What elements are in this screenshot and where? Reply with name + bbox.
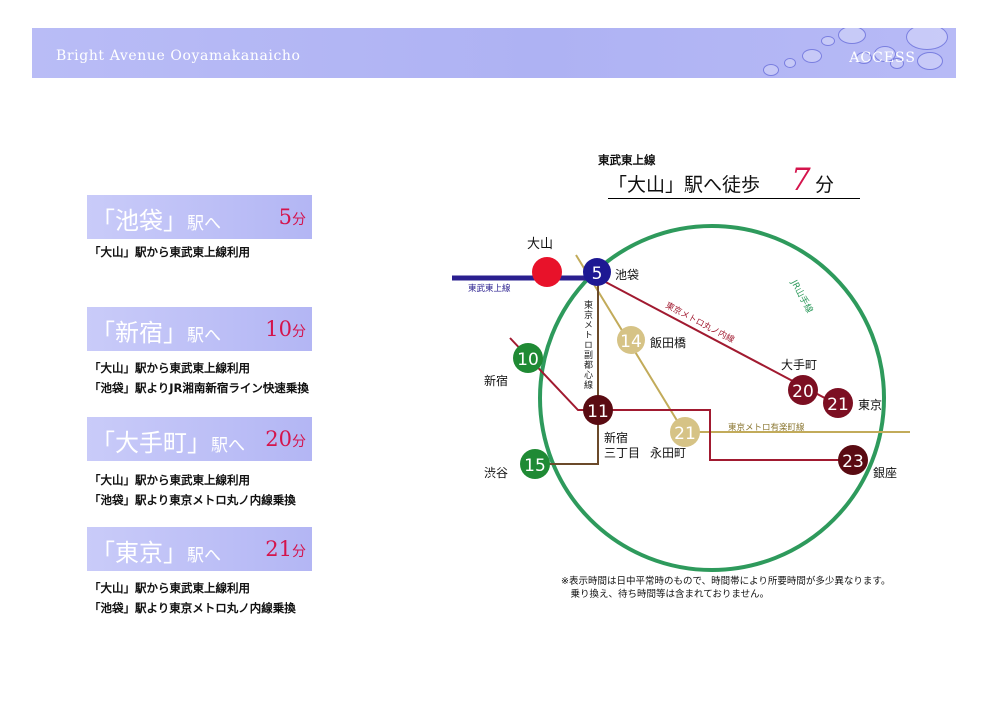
station-minutes-nagatacho: 21 [674,424,696,444]
station-minutes-otemachi: 20 [792,382,814,402]
station-minutes-shinjuku3: 11 [587,402,609,422]
station-nagatacho-marker [670,417,700,447]
map-title-unit: 分 [815,174,835,196]
route-line: 「池袋」駅よりJR湘南新宿ライン快速乗換 [89,381,309,395]
map-title: 「大山」駅へ徒歩 7 分 [608,162,860,199]
station-minutes-tokyo: 21 [827,395,849,415]
station-otemachi-marker [788,375,818,405]
station-label-shinjuku3: 新宿 [604,430,628,445]
station-ginza-marker [838,445,868,475]
station-ooyama-marker [532,257,562,287]
station-shinjuku-marker [513,343,543,373]
brand-name: Bright Avenue Ooyamakanaicho [56,48,301,64]
station-minutes-iidabashi: 14 [620,332,642,352]
route-line: 「大山」駅から東武東上線利用 [89,361,250,375]
route-station-suffix: 駅へ [211,436,245,456]
route-minutes: 20 [265,427,292,451]
map-subtitle: 東武東上線 [598,153,656,167]
yurakucho-line-label: 東京メトロ有楽町線 [728,422,805,433]
route-station-suffix: 駅へ [187,214,221,234]
bubble-decoration [784,58,796,68]
station-label-shibuya: 渋谷 [484,466,508,480]
yamanote-line [538,224,886,572]
station-minutes-ikebukuro: 5 [592,264,603,284]
route-station: 「大手町」 [91,429,211,457]
route-line: 「池袋」駅より東京メトロ丸ノ内線乗換 [89,493,296,507]
bubble-decoration [890,58,904,69]
station-ikebukuro-marker [583,258,611,286]
station-minutes-shinjuku: 10 [517,350,539,370]
route-station-suffix: 駅へ [187,546,221,566]
route-minutes-unit: 分 [292,544,306,560]
bubble-decoration [856,52,872,64]
route-shinjuku: 「新宿」駅へ 10分 [87,307,312,351]
route-otemachi: 「大手町」駅へ 20分 [87,417,312,461]
marunouchi-line [509,337,852,461]
route-station: 「新宿」 [91,319,187,347]
footnote-line: ※表示時間は日中平常時のもので、時間帯により所要時間が多少異なります。 [561,576,891,587]
route-minutes-unit: 分 [292,212,306,228]
station-label-ginza: 銀座 [873,465,897,480]
footnote: ※表示時間は日中平常時のもので、時間帯により所要時間が多少異なります。 乗り換え… [561,575,890,601]
station-label-nagatacho: 永田町 [650,446,686,460]
station-label-shinjuku: 新宿 [484,373,508,388]
bubble-decoration [763,64,779,76]
bubble-decoration [838,28,866,44]
footnote-line: 乗り換え、待ち時間等は含まれておりません。 [561,589,770,600]
route-line: 「大山」駅から東武東上線利用 [89,473,250,487]
route-station: 「東京」 [91,539,187,567]
station-iidabashi-marker [617,326,645,354]
station-minutes-ginza: 23 [842,452,864,472]
bubble-decoration [821,36,835,46]
station-label-iidabashi: 飯田橋 [650,335,686,350]
station-label-ikebukuro: 池袋 [615,268,639,282]
station-shinjuku3-marker [583,395,613,425]
bubble-decoration [917,52,943,70]
station-shibuya-marker [520,449,550,479]
route-minutes: 5 [278,205,292,229]
bubble-decoration [906,28,948,50]
route-ikebukuro: 「池袋」駅へ 5分 [87,195,312,239]
yamanote-line-label: JR山手線 [788,277,816,315]
map-title-text: 「大山」駅へ徒歩 [608,174,761,196]
route-station-suffix: 駅へ [187,326,221,346]
route-minutes: 10 [265,317,292,341]
route-station: 「池袋」 [91,207,187,235]
route-description: 「大山」駅から東武東上線利用 「池袋」駅より東京メトロ丸ノ内線乗換 [89,470,296,510]
route-tokyo: 「東京」駅へ 21分 [87,527,312,571]
map-title-minutes: 7 [791,162,811,198]
station-tokyo-marker [823,388,853,418]
station-label-shinjuku3-sub: 三丁目 [604,446,640,460]
station-minutes-shibuya: 15 [524,456,546,476]
route-line: 「大山」駅から東武東上線利用 [89,245,250,259]
route-minutes: 21 [265,537,292,561]
station-label-otemachi: 大手町 [781,358,817,372]
bubble-decoration [874,46,896,62]
route-line: 「池袋」駅より東京メトロ丸ノ内線乗換 [89,601,296,615]
header-banner: Bright Avenue Ooyamakanaicho ACCESS [32,28,956,78]
bubble-decoration [802,49,822,63]
station-label-ooyama: 大山 [527,237,553,252]
route-description: 「大山」駅から東武東上線利用 「池袋」駅よりJR湘南新宿ライン快速乗換 [89,358,309,398]
route-description: 「大山」駅から東武東上線利用 [89,242,250,262]
fukutoshin-line-label: 東京メトロ副都心線 [582,299,593,390]
tobu-line-label: 東武東上線 [468,283,511,294]
fukutoshin-line [536,278,599,465]
route-minutes-unit: 分 [292,434,306,450]
route-description: 「大山」駅から東武東上線利用 「池袋」駅より東京メトロ丸ノ内線乗換 [89,578,296,618]
route-line: 「大山」駅から東武東上線利用 [89,581,250,595]
route-minutes-unit: 分 [292,324,306,340]
station-label-tokyo: 東京 [858,398,882,412]
section-title: ACCESS [849,50,916,66]
